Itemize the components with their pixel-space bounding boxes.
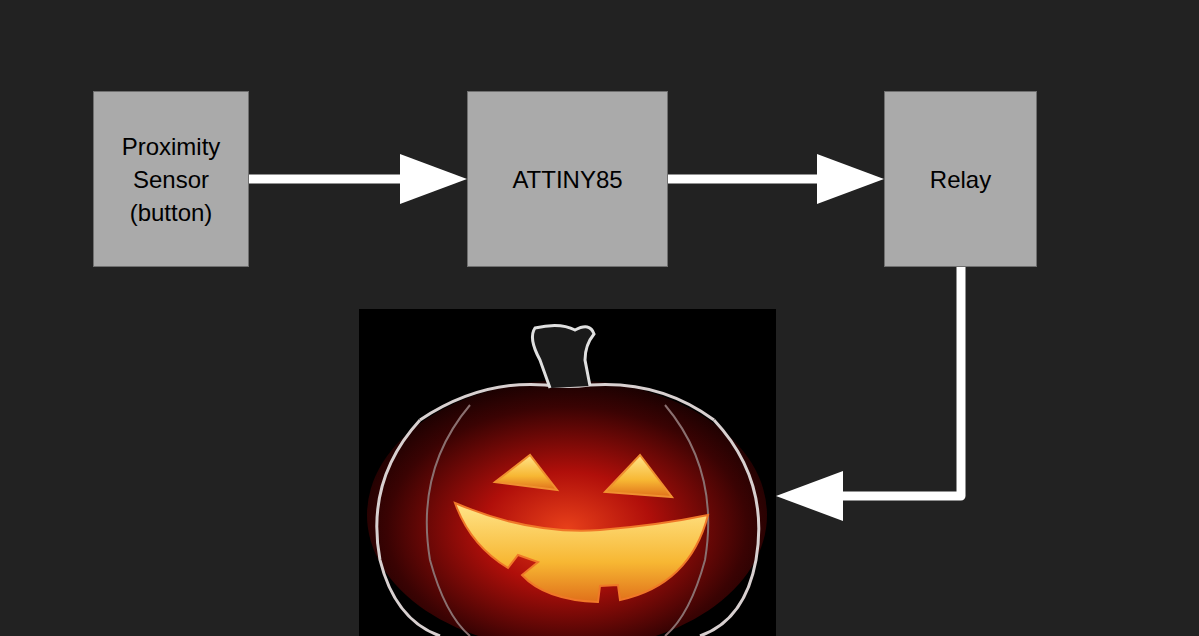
box-label: ATTINY85 [512,163,622,196]
relay-to-pumpkin-arrow [776,267,961,521]
arrow-shaft [668,175,819,184]
arrow-connector [668,154,884,204]
process-box: Relay [884,91,1037,267]
arrow-shaft [249,175,402,184]
process-box: Proximity Sensor (button) [93,91,249,267]
process-box: ATTINY85 [467,91,668,267]
box-label: Relay [930,163,991,196]
arrow-head [817,154,884,204]
arrow-head [400,154,467,204]
pumpkin-picture [359,309,776,636]
arrow-connector [249,154,467,204]
box-label: Proximity Sensor (button) [102,130,240,229]
